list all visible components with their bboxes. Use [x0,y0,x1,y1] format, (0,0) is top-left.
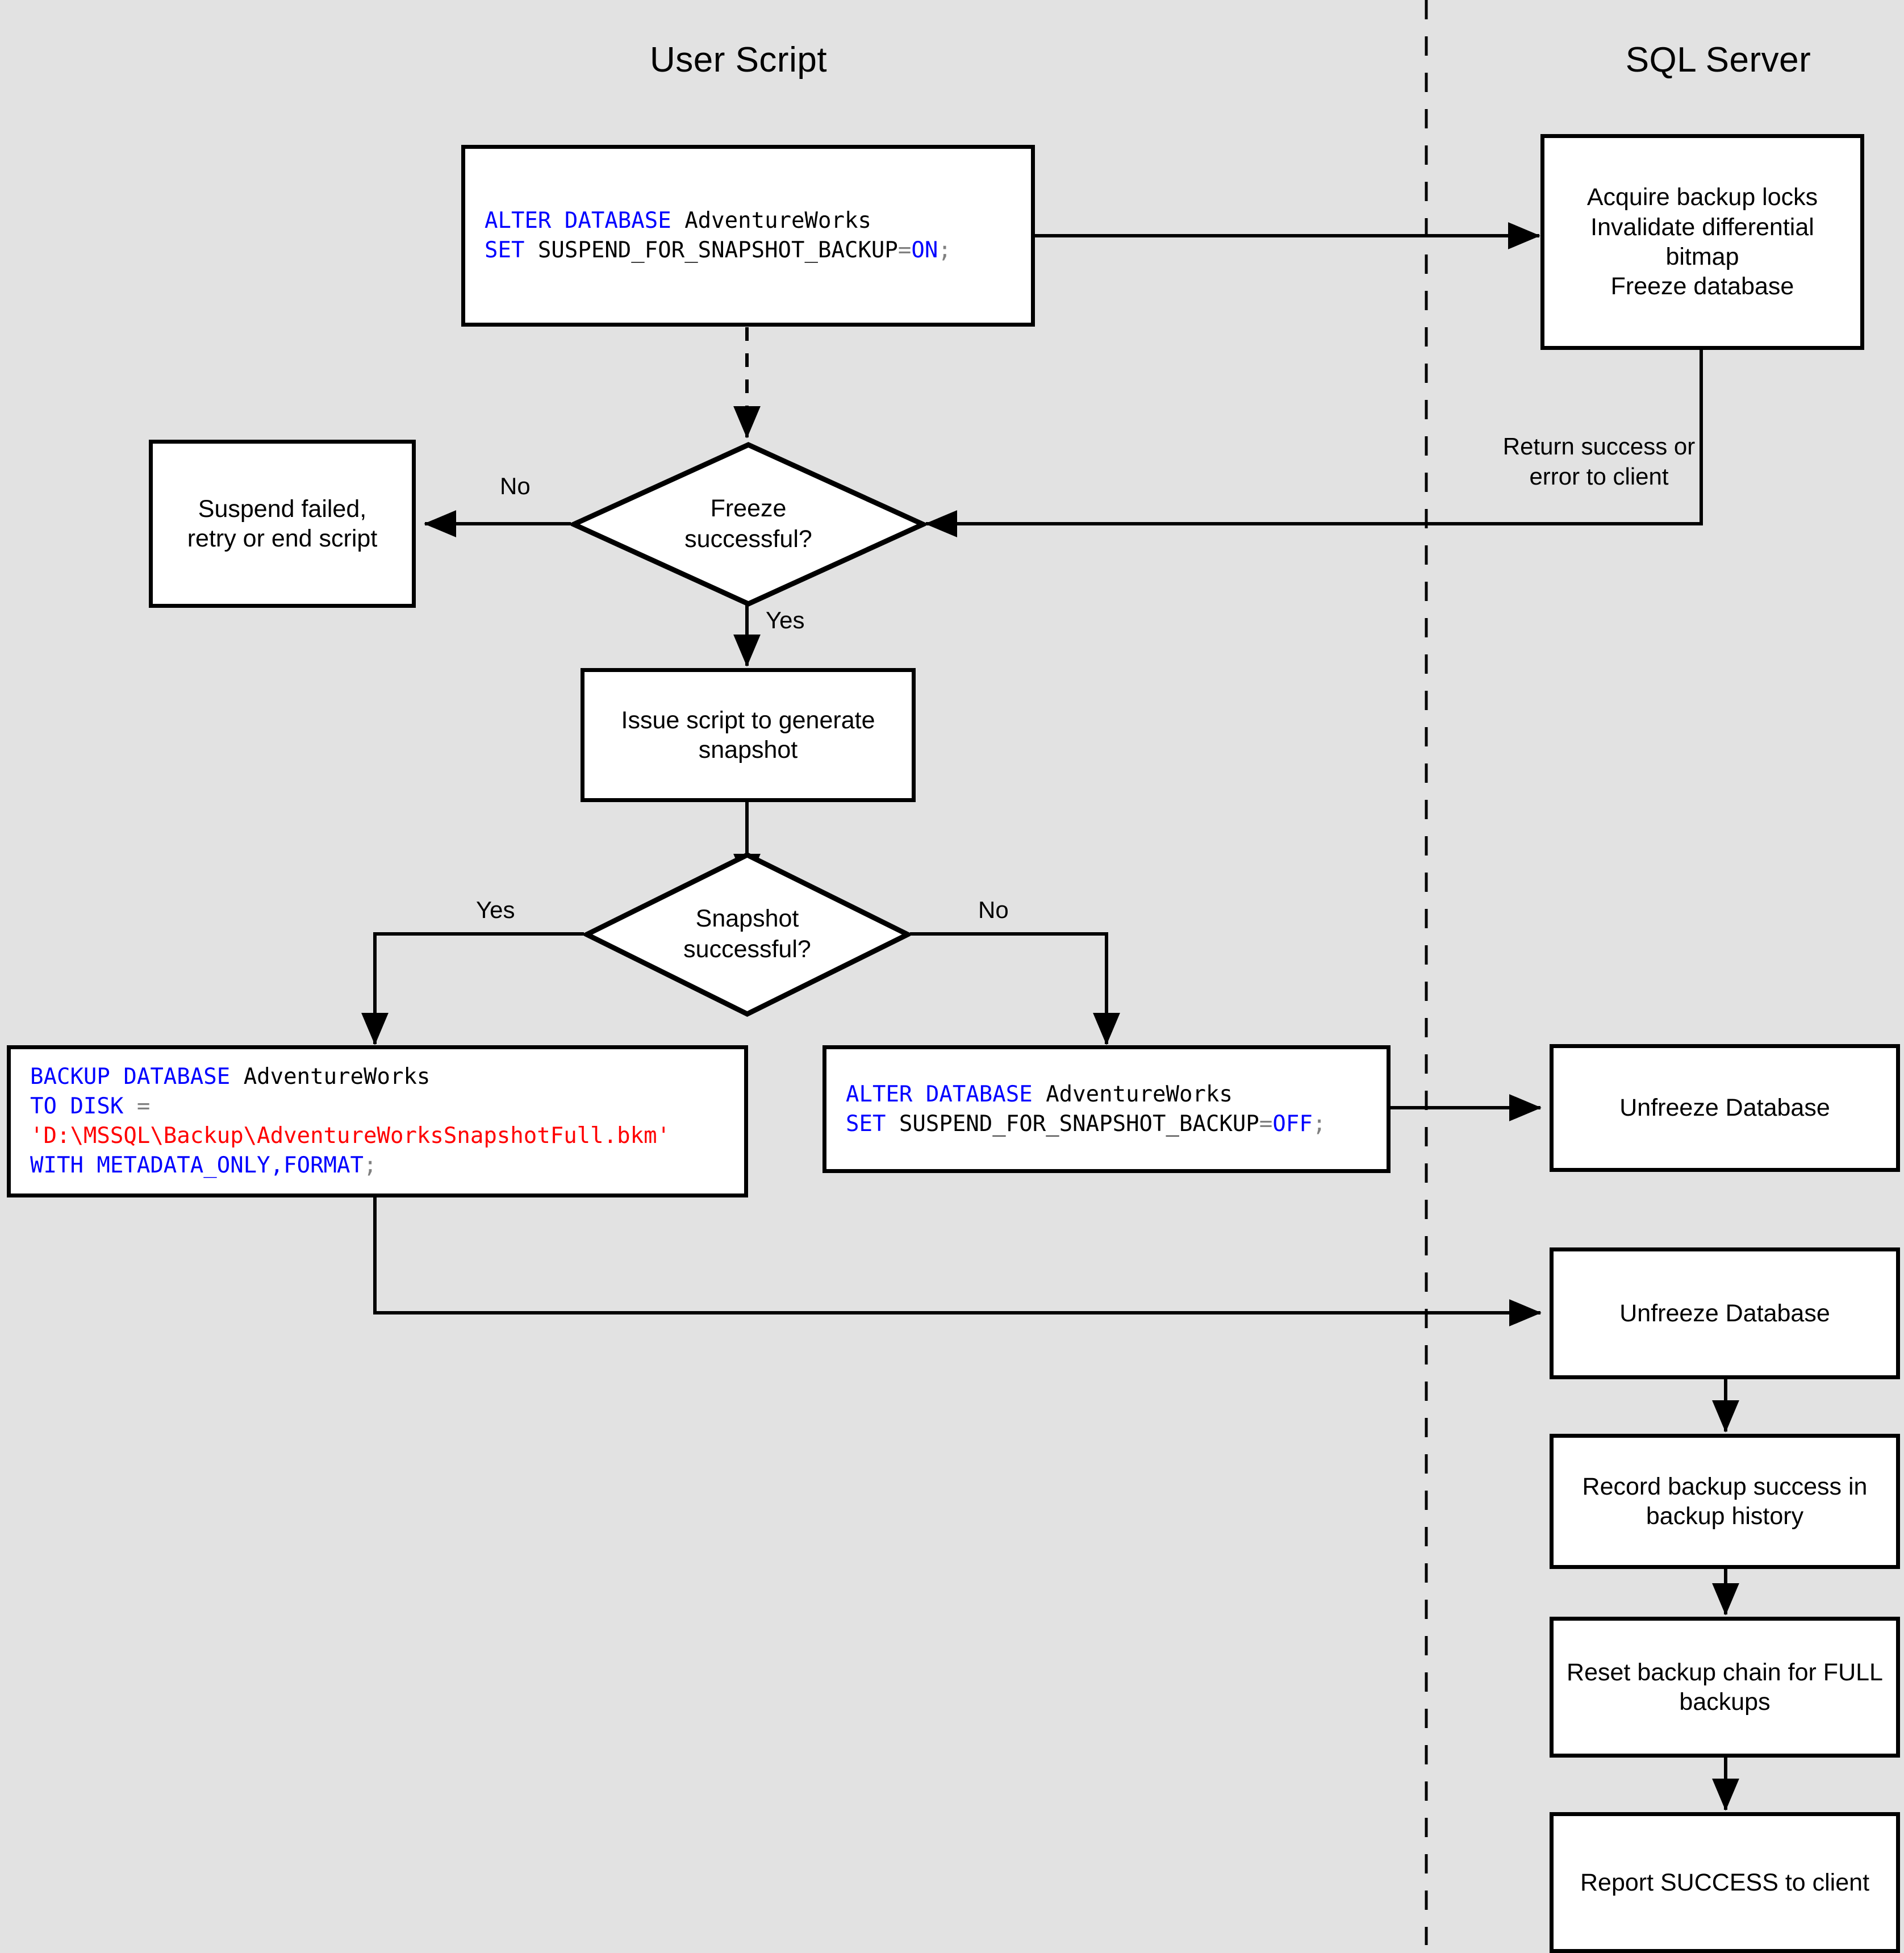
node-suspend-failed[interactable]: Suspend failed, retry or end script [149,440,416,608]
node-acquire-backup-locks-label: Acquire backup locks Invalidate differen… [1586,183,1818,301]
code-text-suspend-off: ALTER DATABASE AdventureWorks SET SUSPEN… [846,1081,1326,1137]
edge-label-snapshot-yes: Yes [476,896,515,923]
node-reset-backup-chain[interactable]: Reset backup chain for FULL backups [1550,1617,1900,1758]
node-report-success[interactable]: Report SUCCESS to client [1550,1812,1900,1953]
decision-freeze-shape [567,442,929,607]
node-issue-script-label: Issue script to generate snapshot [621,706,875,763]
lane-title-sql-server: SQL Server [1625,40,1811,80]
edge-label-freeze-yes: Yes [766,607,805,633]
node-issue-script[interactable]: Issue script to generate snapshot [581,668,916,802]
edge-snapshot-no [910,932,1120,1045]
edge-label-return-status: Return success or error to client [1502,433,1696,490]
code-block-suspend-on[interactable]: ALTER DATABASE AdventureWorks SET SUSPEN… [461,145,1035,327]
node-unfreeze-database-1[interactable]: Unfreeze Database [1550,1044,1900,1172]
code-text-backup-database: BACKUP DATABASE AdventureWorks TO DISK =… [30,1064,671,1178]
decision-freeze-label: Freeze successful? [684,495,812,553]
node-report-success-label: Report SUCCESS to client [1580,1868,1870,1896]
node-reset-backup-chain-label: Reset backup chain for FULL backups [1567,1658,1883,1716]
code-block-suspend-off[interactable]: ALTER DATABASE AdventureWorks SET SUSPEN… [822,1045,1391,1173]
edge-label-snapshot-no: No [978,896,1009,923]
code-text-suspend-on: ALTER DATABASE AdventureWorks SET SUSPEN… [485,208,951,263]
code-block-backup-database[interactable]: BACKUP DATABASE AdventureWorks TO DISK =… [7,1045,748,1197]
edge-snapshot-yes [361,932,584,1045]
node-unfreeze-database-2[interactable]: Unfreeze Database [1550,1247,1900,1379]
decision-freeze-successful[interactable]: Freeze successful? [567,442,929,607]
node-unfreeze-database-1-label: Unfreeze Database [1619,1094,1830,1122]
node-unfreeze-database-2-label: Unfreeze Database [1619,1299,1830,1327]
edge-label-freeze-no: No [500,473,531,499]
node-suspend-failed-label: Suspend failed, retry or end script [187,495,378,552]
edge-backup-to-unfreeze2 [373,1196,1542,1326]
decision-snapshot-successful[interactable]: Snapshot successful? [581,852,914,1017]
node-acquire-backup-locks[interactable]: Acquire backup locks Invalidate differen… [1540,134,1864,350]
node-record-backup-success[interactable]: Record backup success in backup history [1550,1434,1900,1569]
lane-title-user-script: User Script [649,40,828,80]
decision-snapshot-label: Snapshot successful? [683,905,811,963]
decision-snapshot-shape [581,852,914,1017]
node-record-backup-success-label: Record backup success in backup history [1582,1472,1868,1530]
